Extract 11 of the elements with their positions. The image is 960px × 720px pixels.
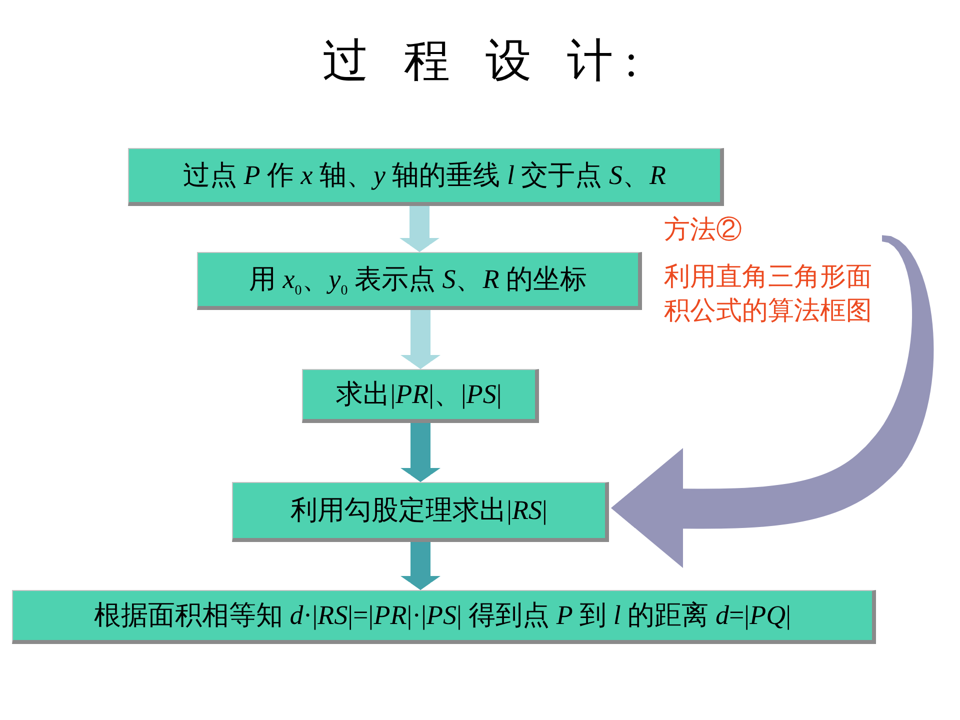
- block-arrow: [400, 310, 440, 369]
- title: 过 程 设 计:: [321, 34, 650, 88]
- process-box: 用 x$_{0}$、y$_{0}$ 表示点 S、R 的坐标: [197, 252, 642, 310]
- note-text: 利用直角三角形面积公式的算法框图: [664, 261, 873, 327]
- note-heading: 方法②: [664, 214, 742, 246]
- block-arrow: [400, 206, 440, 252]
- process-box: 求出|PR|、|PS|: [302, 369, 539, 423]
- process-box: 根据面积相等知 d·|RS|=|PR|·|PS| 得到点 P 到 l 的距离 d=|PQ|: [12, 590, 876, 644]
- block-arrow: [400, 423, 440, 482]
- process-box: 过点 P 作 x 轴、y 轴的垂线 l 交于点 S、R: [128, 148, 724, 206]
- process-box: 利用勾股定理求出|RS|: [232, 482, 609, 542]
